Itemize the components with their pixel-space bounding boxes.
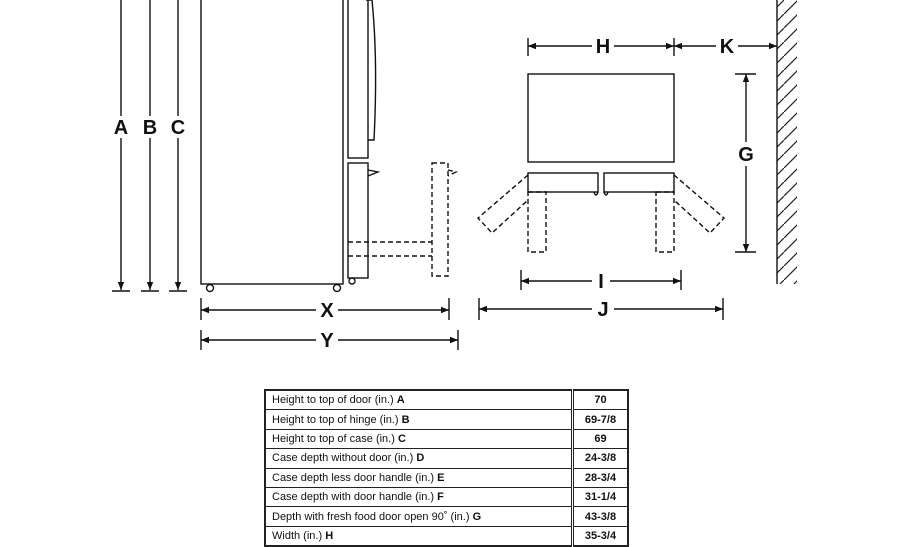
- row-value: 31-1/4: [571, 486, 629, 508]
- row-letter: C: [397, 432, 406, 445]
- row-value: 69: [571, 428, 629, 450]
- fresh-food-door: [347, 0, 369, 159]
- label-g: G: [738, 144, 754, 166]
- label-y: Y: [320, 330, 334, 352]
- table-row: Case depth less door handle (in.) E 28-3…: [264, 467, 629, 488]
- row-letter: A: [396, 394, 405, 407]
- table-row: Width (in.) H 35-3/4: [264, 525, 629, 547]
- row-label: Case depth without door (in.): [272, 452, 414, 465]
- row-label: Height to top of door (in.): [272, 394, 394, 407]
- row-value: 35-3/4: [571, 525, 629, 547]
- label-i: I: [598, 271, 604, 293]
- row-label: Case depth with door handle (in.): [272, 491, 435, 504]
- row-label: Case depth less door handle (in.): [272, 471, 435, 484]
- wall-hatch: [777, 0, 797, 284]
- row-value: 70: [571, 389, 629, 411]
- row-letter: D: [416, 452, 425, 465]
- row-value: 69-7/8: [571, 409, 629, 430]
- label-k: K: [720, 36, 735, 58]
- row-value: 43-3/8: [571, 506, 629, 527]
- table-row: Height to top of hinge (in.) B 69-7/8: [264, 409, 629, 430]
- side-view: [112, 0, 459, 350]
- side-view-labels: A B C X Y: [112, 116, 338, 352]
- row-label: Height to top of hinge (in.): [272, 413, 399, 426]
- row-label: Depth with fresh food door open 90˚ (in.…: [272, 510, 470, 523]
- label-j: J: [597, 299, 608, 321]
- table-row: Height to top of case (in.) C 69: [264, 428, 629, 450]
- label-h: H: [596, 36, 610, 58]
- label-a: A: [114, 117, 128, 139]
- table-row: Height to top of door (in.) A 70: [264, 389, 629, 411]
- door-handle: [366, 0, 377, 141]
- refrigerator-dimension-diagram: A B C X Y: [112, 0, 797, 352]
- right-door-top-view: [603, 172, 675, 193]
- top-view-labels: H K G I J: [592, 35, 758, 321]
- freezer-drawer: [347, 162, 369, 279]
- row-letter: E: [437, 471, 445, 484]
- table-row: Depth with fresh food door open 90˚ (in.…: [264, 506, 629, 527]
- row-letter: B: [401, 413, 410, 426]
- label-c: C: [171, 117, 185, 139]
- label-b: B: [143, 117, 157, 139]
- table-row: Case depth with door handle (in.) F 31-1…: [264, 486, 629, 508]
- dimension-spec-table: Height to top of door (in.) A 70 Height …: [264, 389, 629, 547]
- refrigerator-cabinet: [200, 0, 344, 285]
- label-x: X: [320, 300, 334, 322]
- left-door-top-view: [527, 172, 599, 193]
- row-letter: G: [472, 510, 482, 523]
- row-value: 28-3/4: [571, 467, 629, 488]
- row-label: Height to top of case (in.): [272, 432, 395, 445]
- cabinet-top-view: [527, 73, 675, 163]
- table-row: Case depth without door (in.) D 24-3/8: [264, 448, 629, 469]
- row-letter: F: [437, 491, 444, 504]
- row-value: 24-3/8: [571, 448, 629, 469]
